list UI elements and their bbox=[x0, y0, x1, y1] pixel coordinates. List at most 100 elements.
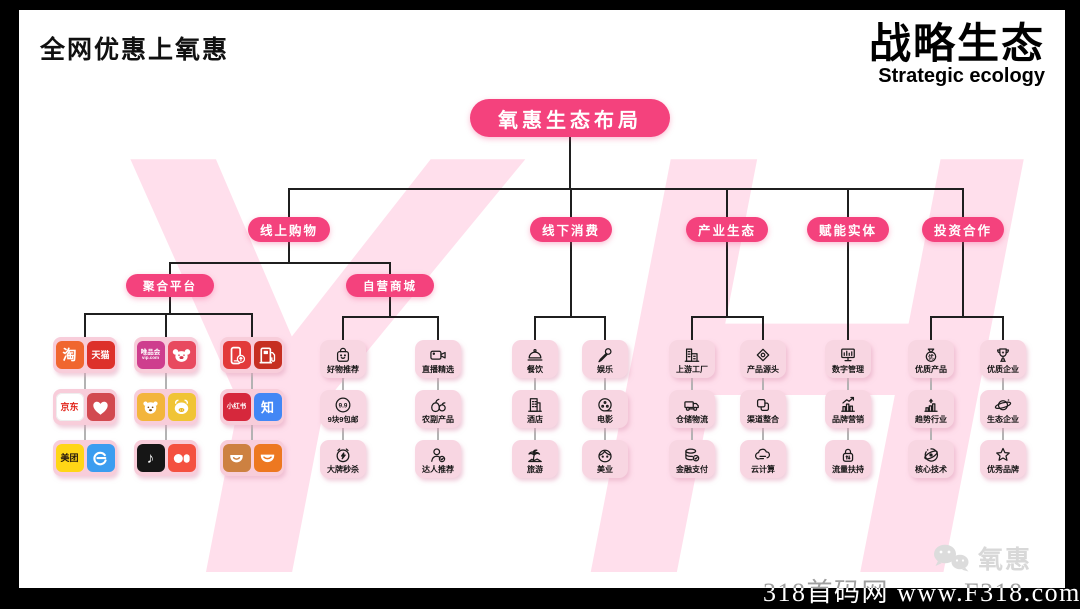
item-card-hotel: 酒店 bbox=[512, 390, 558, 428]
app-group bbox=[134, 389, 198, 425]
item-card-factory: 上游工厂 bbox=[669, 340, 715, 378]
item-card-film: 电影 bbox=[582, 390, 628, 428]
connector-line bbox=[726, 241, 728, 317]
svg-text:优: 优 bbox=[928, 352, 934, 360]
connector-line bbox=[691, 378, 693, 391]
root-node: 氧惠生态布局 bbox=[470, 99, 670, 137]
connector-line bbox=[251, 373, 253, 390]
item-card-monitor: 数字管理 bbox=[825, 340, 871, 378]
videocam-icon bbox=[428, 344, 448, 365]
connector-line bbox=[289, 188, 964, 190]
app-icon-douyin: ♪ bbox=[136, 444, 165, 472]
monitor-icon bbox=[838, 344, 858, 365]
person-check-icon bbox=[428, 444, 448, 465]
app-sublabel: vip.com bbox=[141, 355, 159, 360]
item-label: 趋势行业 bbox=[915, 415, 947, 424]
item-card-cloche: 餐饮 bbox=[512, 340, 558, 378]
item-card-channels: 渠道整合 bbox=[740, 390, 786, 428]
branch-industry-ecology: 产业生态 bbox=[686, 217, 768, 242]
item-card-beauty: 美业 bbox=[582, 440, 628, 478]
star-icon bbox=[993, 444, 1013, 465]
poster-canvas: YH 全网优惠上氧惠 战略生态 Strategic ecology 氧惠生态布局… bbox=[19, 10, 1065, 588]
brand-watermark-text: 氧惠 bbox=[978, 546, 1033, 574]
connector-line bbox=[437, 316, 439, 341]
source-icon bbox=[753, 344, 773, 365]
connector-line bbox=[169, 262, 171, 275]
brand-watermark: 氧惠 bbox=[930, 540, 1032, 576]
item-card-cloud: 云计算 bbox=[740, 440, 786, 478]
diagram-stage: YH 全网优惠上氧惠 战略生态 Strategic ecology 氧惠生态布局… bbox=[19, 10, 1065, 588]
app-label: 唯品会 bbox=[140, 348, 161, 356]
item-label: 生态企业 bbox=[987, 415, 1019, 424]
connector-line bbox=[342, 428, 344, 441]
item-label: 电影 bbox=[597, 415, 613, 424]
app-label: 小红书 bbox=[226, 402, 247, 410]
factory-icon bbox=[682, 344, 702, 365]
item-card-person-check: 达人推荐 bbox=[415, 440, 461, 478]
item-card-produce: 农副产品 bbox=[415, 390, 461, 428]
item-label: 优质产品 bbox=[915, 365, 947, 374]
palm-icon bbox=[525, 444, 545, 465]
item-label: 美业 bbox=[597, 465, 613, 474]
item-label: 直播精选 bbox=[422, 365, 454, 374]
background-watermark-letters: YH bbox=[80, 30, 1065, 588]
app-icon-zhihu: 知 bbox=[253, 393, 282, 421]
item-card-truck: 仓储物流 bbox=[669, 390, 715, 428]
connector-line bbox=[437, 378, 439, 391]
site-watermark-text-overlay: 318首码网 www.F318.com bbox=[763, 578, 1080, 607]
connector-line bbox=[569, 137, 571, 188]
app-icon-fliggy bbox=[167, 393, 196, 421]
app-group: 小红书知 bbox=[220, 389, 284, 425]
app-label: 天猫 bbox=[91, 349, 110, 360]
app-label: 美团 bbox=[60, 452, 79, 463]
connector-line bbox=[342, 316, 344, 341]
connector-line bbox=[847, 241, 849, 341]
svg-text:9.9: 9.9 bbox=[339, 402, 348, 409]
item-label: 农副产品 bbox=[422, 415, 454, 424]
connector-line bbox=[930, 378, 932, 391]
connector-line bbox=[165, 425, 167, 441]
item-label: 金融支付 bbox=[676, 465, 708, 474]
connector-line bbox=[288, 188, 290, 218]
item-label: 旅游 bbox=[527, 465, 543, 474]
app-icon-jd: 京东 bbox=[55, 393, 84, 421]
truck-icon bbox=[682, 394, 702, 415]
branch-offline-consumption: 线下消费 bbox=[530, 217, 612, 242]
item-label: 好物推荐 bbox=[327, 365, 359, 374]
connector-line bbox=[437, 428, 439, 441]
connector-line bbox=[726, 188, 728, 218]
item-label: 酒店 bbox=[527, 415, 543, 424]
connector-line bbox=[534, 378, 536, 391]
item-card-alarm: 大牌秒杀 bbox=[320, 440, 366, 478]
item-label: 娱乐 bbox=[597, 365, 613, 374]
connector-line bbox=[535, 316, 606, 318]
connector-line bbox=[389, 296, 391, 317]
connector-line bbox=[604, 428, 606, 441]
connector-line bbox=[930, 316, 932, 341]
wechat-icon bbox=[934, 544, 969, 572]
connector-line bbox=[343, 316, 439, 318]
connector-line bbox=[604, 378, 606, 391]
branch-empower-entity: 赋能实体 bbox=[807, 217, 889, 242]
app-icon-phone-recharge bbox=[222, 341, 251, 369]
item-label: 流量扶持 bbox=[832, 465, 864, 474]
nine-icon: 9.9 bbox=[333, 394, 353, 415]
connector-line bbox=[930, 428, 932, 441]
app-group: 淘天猫 bbox=[53, 337, 117, 373]
item-card-chart-up: 品牌营销 bbox=[825, 390, 871, 428]
connector-line bbox=[251, 313, 253, 338]
strategy-title: 战略生态 bbox=[868, 20, 1045, 67]
item-card-videocam: 直播精选 bbox=[415, 340, 461, 378]
item-label: 优质企业 bbox=[987, 365, 1019, 374]
item-card-medal: 优优质产品 bbox=[908, 340, 954, 378]
alarm-icon bbox=[333, 444, 353, 465]
app-icon-koubei bbox=[253, 444, 282, 472]
connector-line bbox=[762, 316, 764, 341]
app-icon-suning bbox=[136, 393, 165, 421]
connector-line bbox=[847, 428, 849, 441]
cloche-icon bbox=[525, 344, 545, 365]
app-icon-kuaishou bbox=[167, 444, 196, 472]
item-label: 渠道整合 bbox=[747, 415, 779, 424]
connector-line bbox=[1002, 378, 1004, 391]
